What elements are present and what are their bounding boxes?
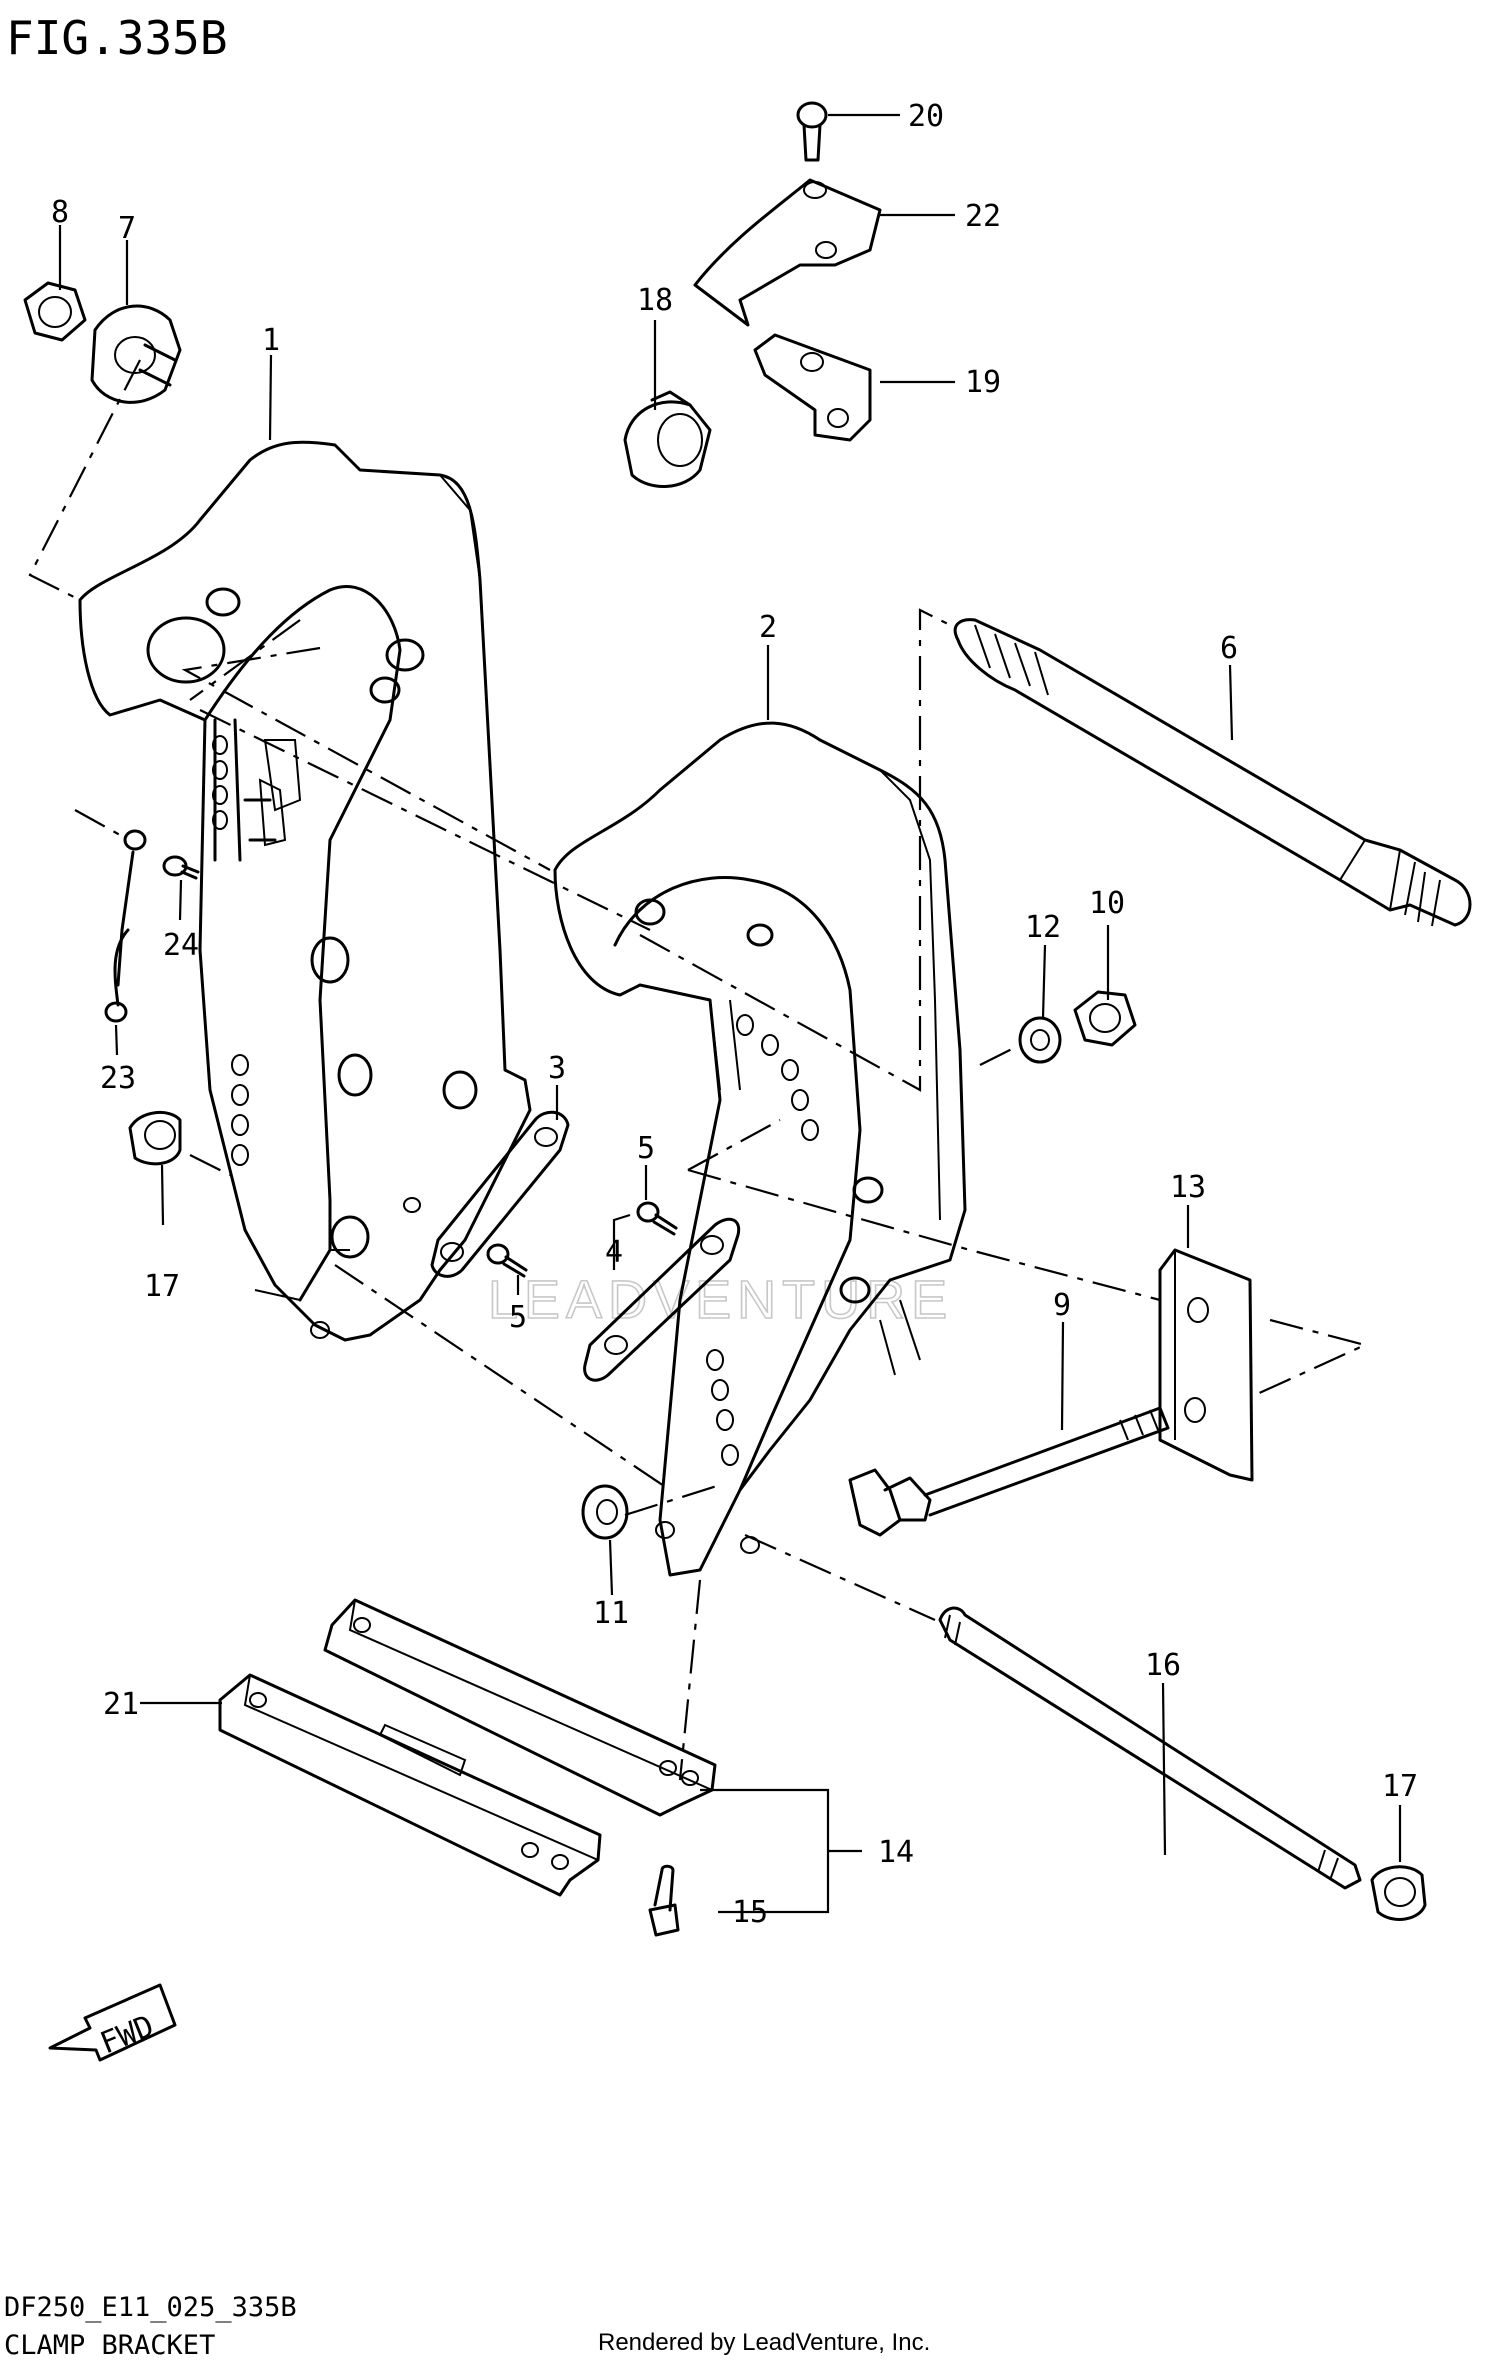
callout-5a: 5	[637, 1131, 655, 1166]
pad-bar-21	[218, 1673, 602, 1897]
cover-22	[693, 178, 882, 327]
callout-14: 14	[878, 1835, 914, 1870]
pad-bar-14	[323, 1598, 717, 1817]
bolt-15	[648, 1864, 680, 1937]
callout-15: 15	[732, 1895, 768, 1930]
callout-7: 7	[118, 211, 136, 246]
callout-17a: 17	[144, 1269, 180, 1304]
callout-19: 19	[965, 365, 1001, 400]
credit-text: Rendered by LeadVenture, Inc.	[598, 2329, 930, 2356]
screw-5b	[486, 1243, 528, 1278]
callout-22: 22	[965, 199, 1001, 234]
ground-wire-23	[104, 829, 147, 1023]
callout-4: 4	[605, 1235, 623, 1270]
washer-12	[1018, 1016, 1062, 1064]
screw-5a	[636, 1201, 678, 1236]
collar-18	[623, 390, 712, 488]
nut-10	[1073, 990, 1137, 1047]
callout-12: 12	[1025, 910, 1061, 945]
figure-title: FIG.335B	[6, 11, 228, 65]
gasket-7	[90, 304, 182, 404]
callout-20: 20	[908, 99, 944, 134]
spacer-plate-3	[430, 1110, 570, 1278]
bracket-19	[753, 333, 872, 442]
callout-3: 3	[548, 1051, 566, 1086]
leader-lines	[58, 113, 1402, 1914]
tilt-tube-6	[953, 618, 1472, 927]
figure-name: CLAMP BRACKET	[4, 2330, 215, 2361]
plate-13	[1158, 1248, 1254, 1482]
callout-21: 21	[103, 1687, 139, 1722]
callout-18: 18	[637, 283, 673, 318]
callout-24: 24	[163, 928, 199, 963]
screw-24	[162, 855, 200, 880]
flange-nut-17a	[128, 1110, 182, 1166]
callout-labels: 1 2 3 4 5 5 6 7 8 9 10 11 12 13 14 15 16…	[51, 99, 1418, 1930]
callout-9: 9	[1053, 1288, 1071, 1323]
callout-2: 2	[759, 610, 777, 645]
bolt-9	[848, 1406, 1170, 1537]
plate-4	[583, 1217, 741, 1382]
fwd-label: FWD	[95, 2009, 158, 2062]
callout-23: 23	[100, 1061, 136, 1096]
watermark: LEADVENTURE	[488, 1270, 953, 1330]
flange-nut-17b	[1370, 1865, 1427, 1921]
figure-code: DF250_E11_025_335B	[4, 2292, 297, 2323]
callout-10: 10	[1089, 886, 1125, 921]
callout-16: 16	[1145, 1648, 1181, 1683]
washer-11	[581, 1484, 629, 1540]
clamp-bracket-port	[78, 440, 532, 1342]
callout-17b: 17	[1382, 1769, 1418, 1804]
fwd-arrow-icon: FWD	[48, 1983, 177, 2062]
callout-13: 13	[1170, 1170, 1206, 1205]
shaft-16	[938, 1606, 1362, 1890]
callout-11: 11	[593, 1596, 629, 1631]
nut-8	[23, 281, 87, 342]
bolt-20	[796, 101, 828, 162]
callout-8: 8	[51, 195, 69, 230]
callout-6: 6	[1220, 631, 1238, 666]
assembly-lines	[28, 359, 1369, 1781]
clamp-bracket-starboard	[553, 721, 967, 1577]
callout-5b: 5	[509, 1300, 527, 1335]
callout-1: 1	[262, 323, 280, 358]
